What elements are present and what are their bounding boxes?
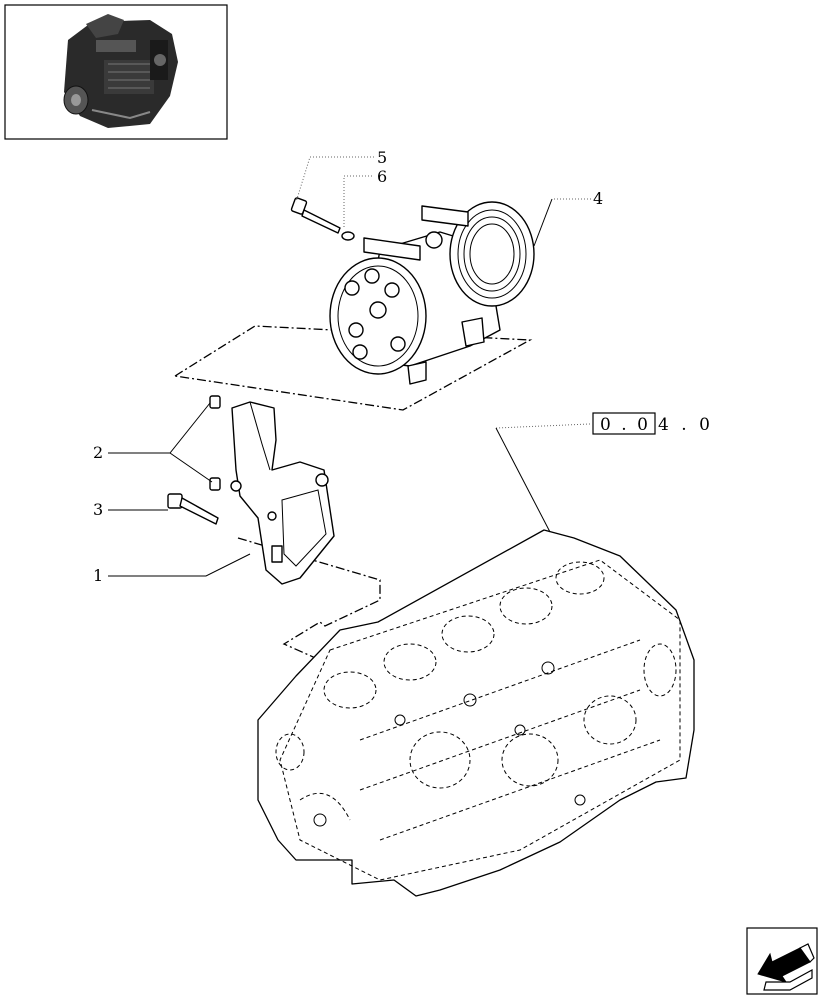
engine-block <box>257 529 695 897</box>
callout-5: 5 <box>377 148 387 167</box>
compressor <box>329 201 535 385</box>
callout-3: 3 <box>93 500 103 519</box>
reference-leader-dotted <box>495 423 591 429</box>
compressor-mount-outline <box>173 325 533 411</box>
washer <box>341 231 355 241</box>
reference-code-boxed: 0 . 0 <box>600 415 648 435</box>
bolt <box>290 197 341 234</box>
callout-1: 1 <box>93 566 103 585</box>
reference-code-suffix: 4 . 0 <box>658 415 710 435</box>
callout-4: 4 <box>593 189 603 208</box>
block-mount-outline <box>237 537 381 661</box>
dowel-upper <box>209 395 221 409</box>
dowel-lower <box>209 477 221 491</box>
callout-6-leader <box>343 175 372 228</box>
previous-page-arrow-icon <box>757 943 815 991</box>
engine-thumbnail-icon <box>63 14 178 128</box>
bracket-bolt <box>167 493 219 525</box>
callout-4-leader-solid <box>533 198 553 247</box>
reference-code[interactable]: 0 . 0 4 . 0 <box>592 412 710 435</box>
callout-1-leader <box>108 553 251 577</box>
previous-page-button[interactable] <box>746 927 818 995</box>
bracket <box>230 401 335 585</box>
callout-6: 6 <box>377 167 387 186</box>
engine-thumbnail[interactable] <box>4 4 228 140</box>
reference-leader <box>495 427 551 533</box>
callout-5-leader <box>295 156 374 203</box>
callout-2: 2 <box>93 443 103 462</box>
callout-2-leader <box>108 402 213 483</box>
